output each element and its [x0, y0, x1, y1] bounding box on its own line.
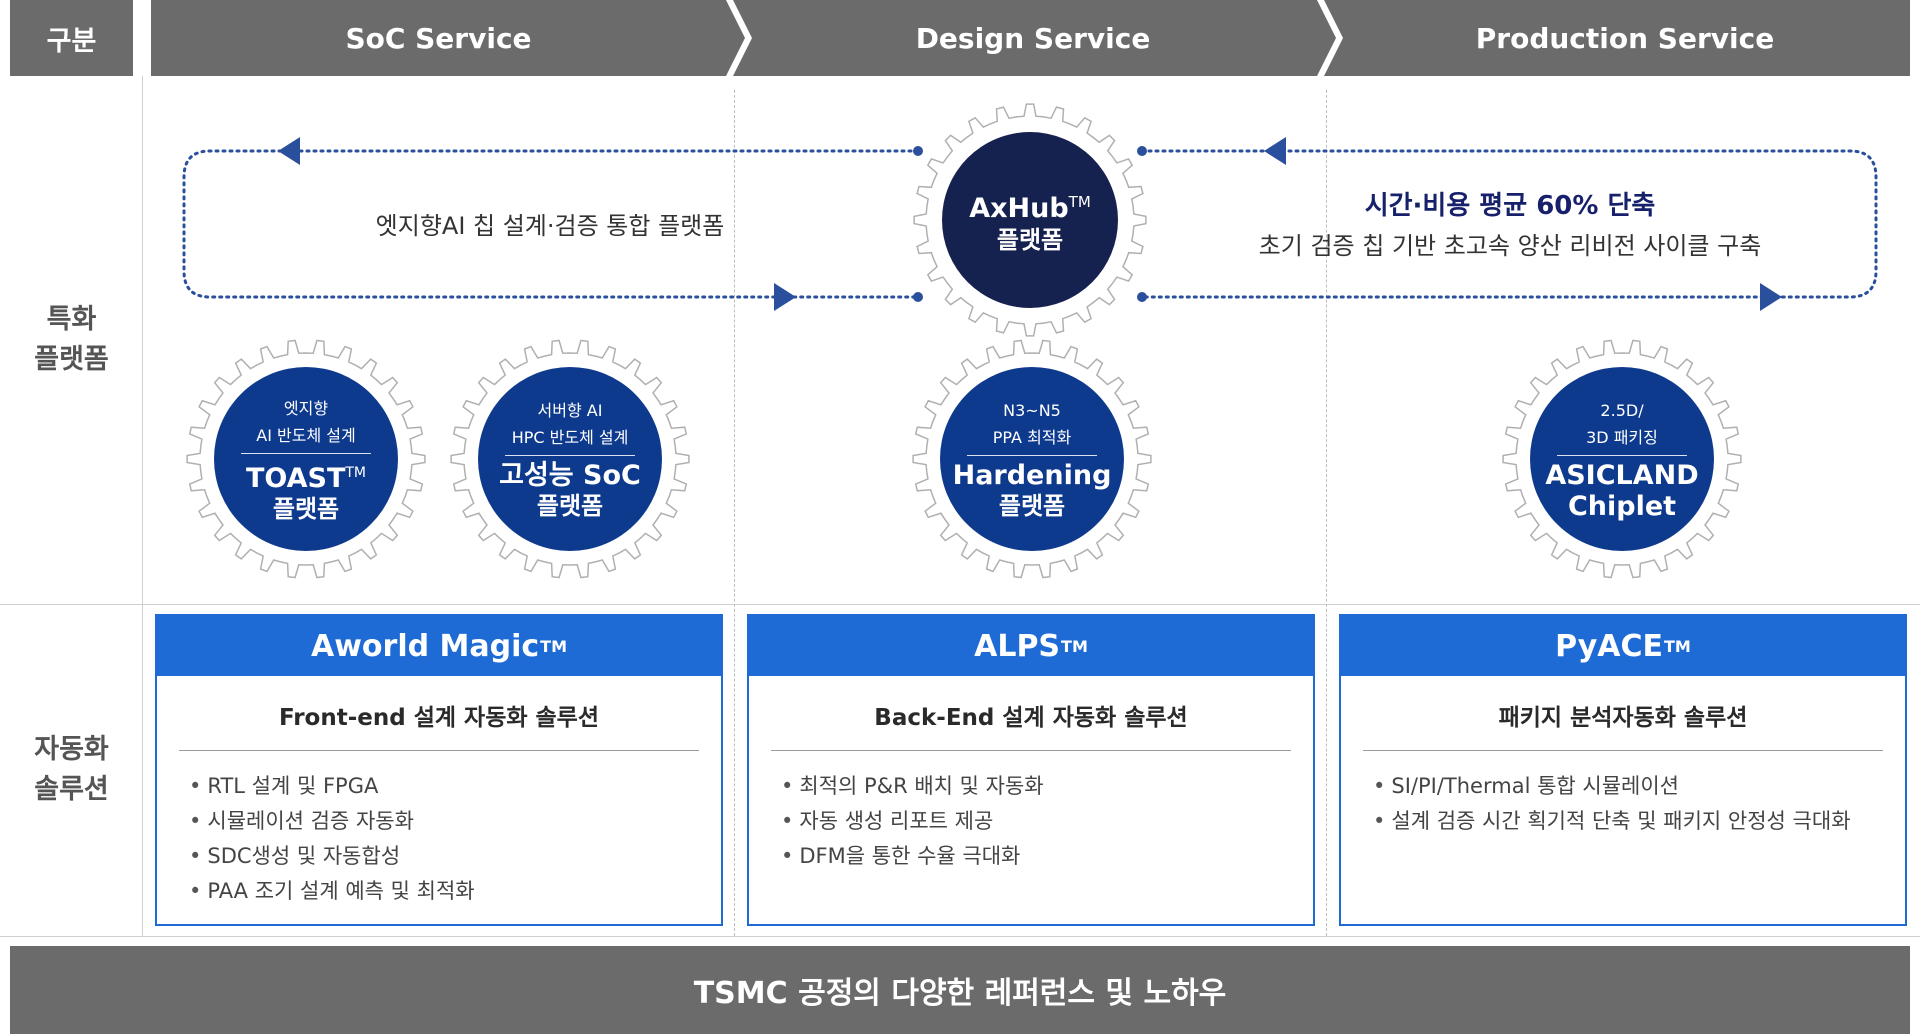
toast-platform: 엣지향 AI 반도체 설계 TOASTTM 플랫폼 — [214, 367, 398, 551]
list-item: RTL 설계 및 FPGA — [189, 769, 721, 804]
label-column-divider — [142, 76, 143, 936]
row-divider-bottom — [0, 936, 1920, 937]
alps-name: ALPS — [974, 628, 1061, 664]
axhub-title-text: AxHub — [969, 192, 1069, 224]
pyace-subtitle: 패키지 분석자동화 솔루션 — [1363, 698, 1883, 751]
list-item: 자동 생성 리포트 제공 — [781, 804, 1313, 839]
design-service-chevron — [733, 0, 1336, 76]
axhub-platform: AxHubTM 플랫폼 — [942, 132, 1118, 308]
row-divider — [0, 604, 1920, 605]
left-loop-dot-bottom — [913, 292, 923, 302]
list-item: SDC생성 및 자동합성 — [189, 839, 721, 874]
category-header: 구분 — [10, 0, 133, 76]
platform-row-label-line2: 플랫폼 — [34, 344, 109, 375]
list-item: DFM을 통한 수율 극대화 — [781, 839, 1313, 874]
left-loop-arrow-top — [278, 137, 300, 165]
asicland-sub1: 2.5D/ — [1600, 400, 1644, 420]
asicland-title2: Chiplet — [1567, 490, 1677, 522]
alps-subtitle: Back-End 설계 자동화 솔루션 — [771, 698, 1291, 751]
platform-row-label-line1: 특화 — [46, 304, 97, 335]
hpc-soc-sub1: 서버향 AI — [537, 401, 603, 420]
alps-tm: TM — [1061, 636, 1088, 656]
soc-service-title: SoC Service — [345, 21, 532, 55]
aworld-magic-tm: TM — [540, 636, 568, 656]
toast-tm: TM — [345, 464, 367, 481]
right-loop-arrow-top — [1264, 137, 1286, 165]
asicland-divider — [1557, 454, 1687, 456]
left-flow-loop — [182, 149, 920, 299]
left-flow-text: 엣지향AI 칩 설계·검증 통합 플랫폼 — [375, 212, 725, 240]
production-service-chevron — [1324, 0, 1910, 76]
pyace-feature-list: SI/PI/Thermal 통합 시뮬레이션 설계 검증 시간 획기적 단축 및… — [1373, 769, 1905, 839]
hardening-platform: N3~N5 PPA 최적화 Hardening 플랫폼 — [940, 367, 1124, 551]
toast-sub2: AI 반도체 설계 — [256, 425, 356, 445]
toast-sub1: 엣지향 — [283, 398, 329, 418]
hpc-soc-title2: 플랫폼 — [536, 492, 604, 520]
pyace-name: PyACE — [1555, 628, 1663, 664]
service-header-chevrons — [151, 0, 1910, 76]
right-flow-detail: 초기 검증 칩 기반 초고속 양산 리비전 사이클 구축 — [1258, 232, 1762, 260]
hpc-soc-divider — [505, 455, 635, 456]
aworld-magic-name: Aworld Magic — [310, 628, 540, 664]
list-item: 최적의 P&R 배치 및 자동화 — [781, 769, 1313, 804]
solution-row-label-line1: 자동화 — [34, 734, 109, 765]
aworld-magic-subtitle: Front-end 설계 자동화 솔루션 — [179, 698, 699, 751]
hpc-soc-platform: 서버향 AI HPC 반도체 설계 고성능 SoC 플랫폼 — [478, 367, 662, 551]
column-divider-2 — [1326, 90, 1327, 936]
alps-feature-list: 최적의 P&R 배치 및 자동화 자동 생성 리포트 제공 DFM을 통한 수율… — [781, 769, 1313, 874]
right-loop-dot-bottom — [1137, 292, 1147, 302]
hardening-divider — [967, 455, 1097, 456]
soc-service-chevron — [151, 0, 745, 76]
left-loop-dot-top — [913, 146, 923, 156]
hardening-sub1: N3~N5 — [1003, 401, 1061, 420]
hardening-title: Hardening — [952, 460, 1112, 491]
aworld-magic-feature-list: RTL 설계 및 FPGA 시뮬레이션 검증 자동화 SDC생성 및 자동합성 … — [189, 769, 721, 909]
hardening-sub2: PPA 최적화 — [992, 428, 1072, 447]
asicland-sub2: 3D 패키징 — [1586, 427, 1658, 447]
design-service-title: Design Service — [915, 21, 1151, 55]
list-item: 설계 검증 시간 획기적 단축 및 패키지 안정성 극대화 — [1373, 804, 1905, 839]
axhub-subtitle: 플랫폼 — [996, 225, 1064, 254]
left-loop-arrow-bottom — [774, 283, 796, 311]
solution-row-label-line2: 솔루션 — [34, 774, 109, 805]
axhub-title: AxHubTM — [969, 186, 1091, 225]
toast-title-text: TOAST — [245, 462, 346, 494]
toast-title: TOASTTM — [246, 458, 366, 494]
hpc-soc-title: 고성능 SoC — [499, 460, 641, 491]
platform-row-label: 특화 플랫폼 — [10, 300, 133, 380]
production-service-title: Production Service — [1475, 21, 1775, 55]
toast-title2: 플랫폼 — [272, 494, 340, 523]
list-item: 시뮬레이션 검증 자동화 — [189, 804, 721, 839]
category-header-label: 구분 — [46, 25, 97, 57]
list-item: PAA 조기 설계 예측 및 최적화 — [189, 874, 721, 909]
asicland-chiplet-platform: 2.5D/ 3D 패키징 ASICLAND Chiplet — [1530, 367, 1714, 551]
hardening-title2: 플랫폼 — [998, 492, 1066, 520]
list-item: SI/PI/Thermal 통합 시뮬레이션 — [1373, 769, 1905, 804]
flow-loops — [182, 137, 1878, 311]
pyace-tm: TM — [1663, 636, 1691, 656]
toast-divider — [241, 452, 371, 454]
axhub-tm: TM — [1068, 192, 1091, 211]
tsmc-reference-text: TSMC 공정의 다양한 레퍼런스 및 노하우 — [693, 976, 1227, 1011]
right-flow-loop — [1140, 149, 1878, 299]
asicland-title: ASICLAND — [1545, 459, 1699, 491]
right-loop-dot-top — [1137, 146, 1147, 156]
right-flow-headline: 시간·비용 평균 60% 단축 — [1364, 191, 1656, 221]
hpc-soc-sub2: HPC 반도체 설계 — [511, 428, 629, 447]
right-loop-arrow-bottom — [1760, 283, 1782, 311]
right-flow-text: 시간·비용 평균 60% 단축 초기 검증 칩 기반 초고속 양산 리비전 사이… — [1220, 186, 1800, 266]
column-divider-1 — [734, 90, 735, 936]
tsmc-reference-bar: TSMC 공정의 다양한 레퍼런스 및 노하우 — [10, 946, 1910, 1034]
solution-row-label: 자동화 솔루션 — [10, 730, 133, 810]
